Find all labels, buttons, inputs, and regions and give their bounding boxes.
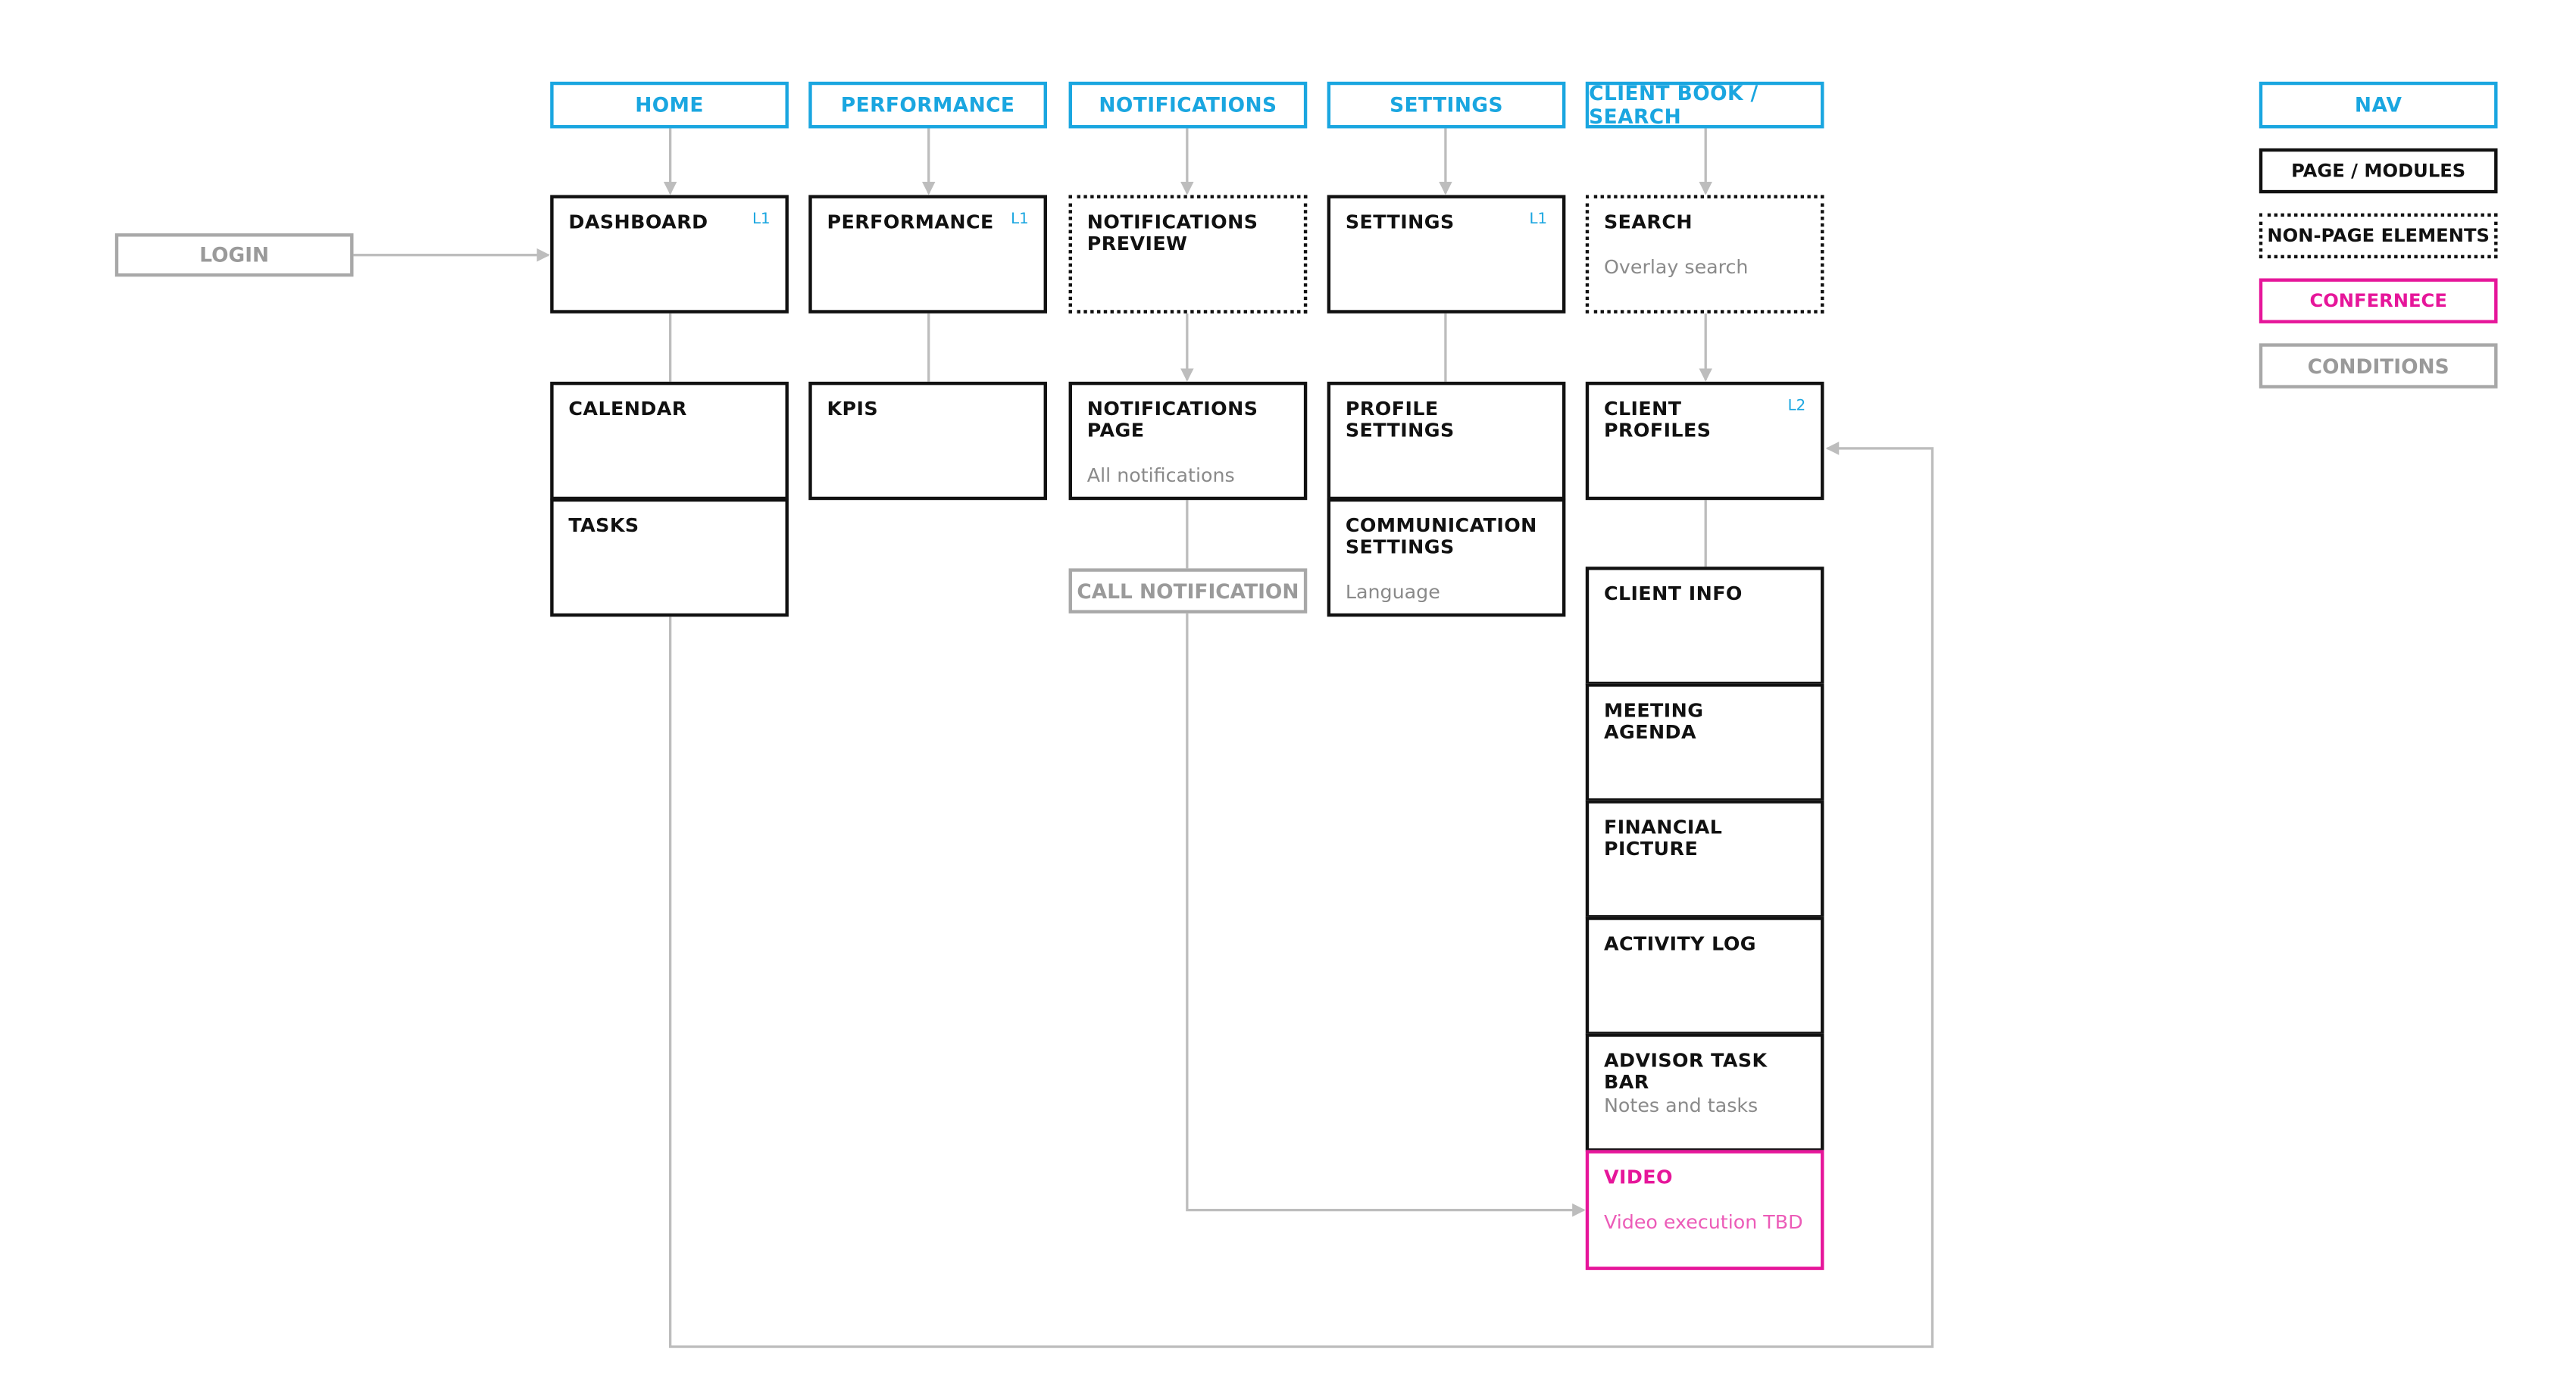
notifications-page-subtitle: All notifications: [1086, 463, 1235, 487]
settings-page: SETTINGS L1: [1327, 195, 1566, 314]
dashboard-title: DASHBOARD: [568, 210, 708, 234]
video-title: VIDEO: [1603, 1165, 1673, 1189]
legend-page-modules: PAGE / MODULES: [2259, 148, 2498, 194]
settings-level-badge: L1: [1529, 211, 1548, 229]
legend-conference: CONFERNECE: [2259, 278, 2498, 323]
performance-level-badge: L1: [1011, 211, 1029, 229]
advisor-task-bar-module: ADVISOR TASK BAR Notes and tasks: [1585, 1033, 1824, 1152]
dashboard-page: DASHBOARD L1: [550, 195, 789, 314]
call-notification-condition: CALL NOTIFICATION: [1068, 568, 1308, 614]
login-condition: LOGIN: [114, 233, 354, 277]
kpis-title: KPIS: [827, 396, 879, 420]
legend-non-page-elements: NON-PAGE ELEMENTS: [2259, 213, 2498, 259]
profile-settings-module: PROFILE SETTINGS: [1327, 381, 1566, 501]
financial-picture-title: FINANCIAL PICTURE: [1603, 815, 1723, 860]
legend-nav: NAV: [2259, 81, 2498, 129]
dashboard-level-badge: L1: [752, 211, 771, 229]
client-info-title: CLIENT INFO: [1603, 582, 1743, 605]
client-profiles-level-badge: L2: [1787, 398, 1806, 415]
notifications-preview-element: NOTIFICATIONS PREVIEW: [1068, 195, 1308, 314]
nav-settings: SETTINGS: [1327, 81, 1566, 129]
notifications-preview-title: NOTIFICATIONS PREVIEW: [1086, 210, 1258, 255]
search-title: SEARCH: [1603, 210, 1693, 234]
calendar-module: CALENDAR: [550, 381, 789, 501]
financial-picture-module: FINANCIAL PICTURE: [1585, 800, 1824, 919]
communication-settings-subtitle: Language: [1345, 579, 1440, 604]
profile-settings-title: PROFILE SETTINGS: [1345, 396, 1455, 442]
search-overlay-element: SEARCH Overlay search: [1585, 195, 1824, 314]
video-subtitle: Video execution TBD: [1603, 1210, 1803, 1234]
calendar-title: CALENDAR: [568, 396, 687, 420]
communication-settings-module: COMMUNICATION SETTINGS Language: [1327, 498, 1566, 617]
tasks-title: TASKS: [568, 513, 639, 537]
video-conference-module: VIDEO Video execution TBD: [1585, 1150, 1824, 1270]
search-subtitle: Overlay search: [1603, 254, 1749, 279]
notifications-page-title: NOTIFICATIONS PAGE: [1086, 396, 1258, 442]
performance-page: PERFORMANCE L1: [808, 195, 1047, 314]
communication-settings-title: COMMUNICATION SETTINGS: [1345, 513, 1537, 559]
advisor-task-bar-subtitle: Notes and tasks: [1603, 1093, 1758, 1117]
nav-notifications: NOTIFICATIONS: [1068, 81, 1308, 129]
client-info-module: CLIENT INFO: [1585, 567, 1824, 685]
tasks-module: TASKS: [550, 498, 789, 617]
legend-conditions: CONDITIONS: [2259, 343, 2498, 389]
nav-client-book-search: CLIENT BOOK / SEARCH: [1585, 81, 1824, 129]
advisor-task-bar-title: ADVISOR TASK BAR: [1603, 1048, 1768, 1094]
notifications-page: NOTIFICATIONS PAGE All notifications: [1068, 381, 1308, 501]
nav-home: HOME: [550, 81, 789, 129]
activity-log-title: ACTIVITY LOG: [1603, 932, 1757, 955]
meeting-agenda-title: MEETING AGENDA: [1603, 698, 1704, 744]
settings-title: SETTINGS: [1345, 210, 1455, 234]
activity-log-module: ACTIVITY LOG: [1585, 916, 1824, 1035]
meeting-agenda-module: MEETING AGENDA: [1585, 683, 1824, 802]
client-profiles-page: CLIENT PROFILES L2: [1585, 381, 1824, 501]
kpis-module: KPIS: [808, 381, 1047, 501]
performance-title: PERFORMANCE: [827, 210, 994, 234]
nav-performance: PERFORMANCE: [808, 81, 1047, 129]
client-profiles-title: CLIENT PROFILES: [1603, 396, 1712, 442]
